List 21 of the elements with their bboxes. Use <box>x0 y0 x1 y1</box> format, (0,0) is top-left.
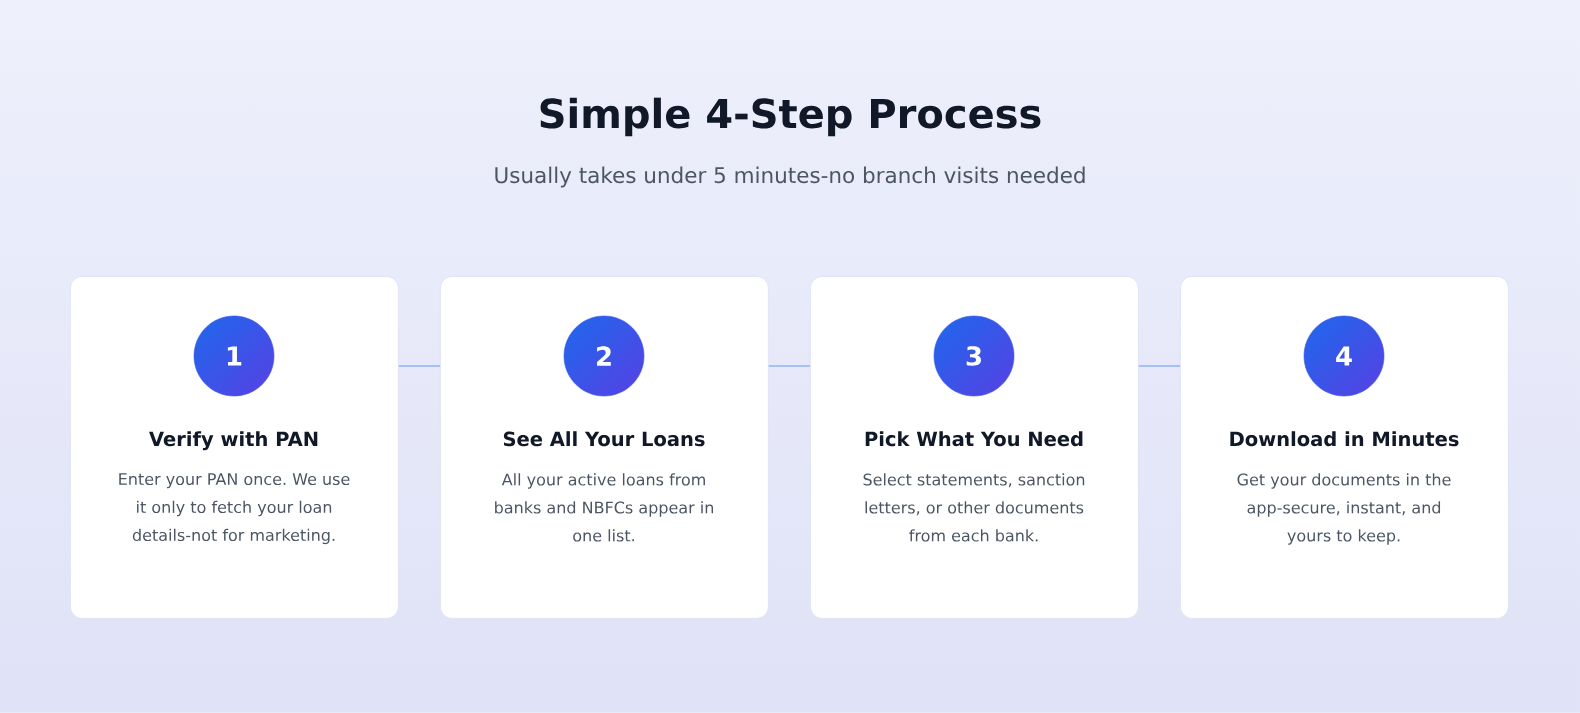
step-description: All your active loans from banks and NBFCs appear in one list. <box>495 473 714 542</box>
title: Simple 4-Step Process <box>540 97 1041 137</box>
step-number: 2 <box>597 346 611 366</box>
step-card <box>1180 276 1509 619</box>
connector-line <box>1137 365 1181 367</box>
step-description: Get your documents in the app-secure, instant, and yours to keep. <box>1237 473 1451 545</box>
connector-line <box>767 365 811 367</box>
step-heading: Pick What You Need <box>865 431 1083 447</box>
step-number: 4 <box>1336 346 1352 366</box>
step-number: 3 <box>966 346 981 366</box>
step-card <box>70 276 399 619</box>
step-card <box>440 276 769 619</box>
step-card <box>810 276 1139 619</box>
subtitle: Usually takes under 5 minutes-no branch visits needed <box>495 166 1085 188</box>
step-heading: Download in Minutes <box>1230 431 1459 447</box>
connector-line <box>397 365 441 367</box>
step-description: Enter your PAN once. We use it only to fetch your loan details-not for marketing. <box>119 473 350 545</box>
step-heading: See All Your Loans <box>503 431 705 447</box>
step-description: Select statements, sanction letters, or other documents from each bank. <box>863 473 1085 542</box>
step-heading: Verify with PAN <box>149 431 318 451</box>
step-number: 1 <box>227 346 242 366</box>
